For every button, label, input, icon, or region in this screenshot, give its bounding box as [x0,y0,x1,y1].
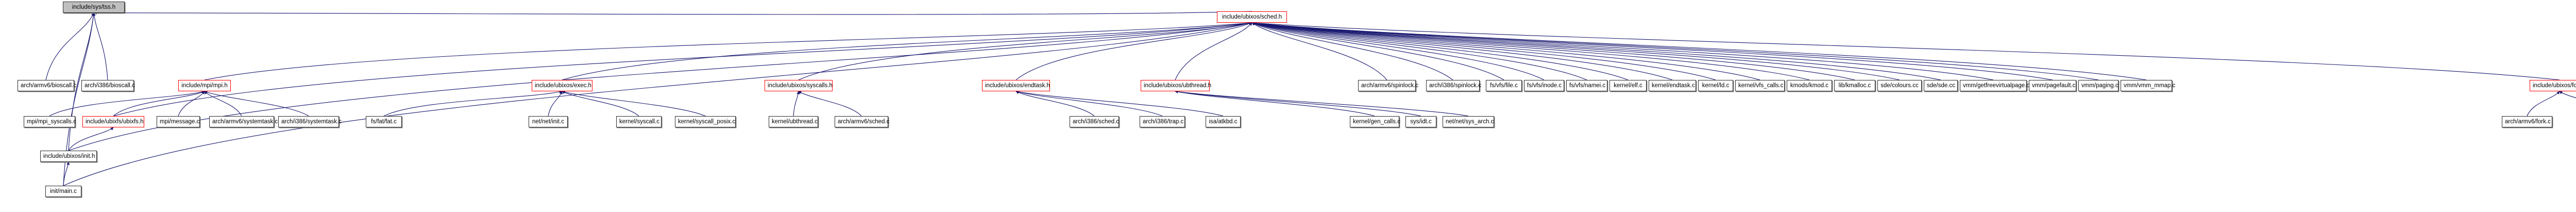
graph-node[interactable]: arch/i386/trap.c [1140,116,1185,127]
graph-edge [178,91,205,117]
graph-edge [1251,22,1716,80]
graph-node[interactable]: kernel/ld.c [1698,80,1733,91]
graph-edge [1175,90,1421,117]
graph-node[interactable]: arch/armv6/bioscall.c [18,80,76,91]
graph-node[interactable]: include/ubixfs/ubixfs.h [82,116,144,127]
graph-edge [1175,90,1469,117]
graph-edge [1251,22,1673,80]
graph-edge [2559,91,2576,99]
graph-edge [2527,91,2560,117]
graph-node[interactable]: vmm/pagefault.c [2029,80,2076,91]
graph-edge [204,21,1252,80]
graph-node[interactable]: include/ubixos/init.h [40,151,97,162]
graph-edge [1251,21,1900,80]
graph-node[interactable]: arch/i386/spinlock.c [1426,80,1481,91]
graph-node[interactable]: mpi/mpi_syscalls.c [24,116,76,127]
graph-edge [1251,21,1994,80]
graph-node[interactable]: isa/atkbd.c [1206,116,1241,127]
graph-edge [1251,22,1760,80]
graph-node[interactable]: arch/armv6/systemtask.c [209,116,278,127]
graph-node[interactable]: arch/i386/systemtask.c [278,116,342,127]
graph-edge [68,21,1252,151]
graph-node[interactable]: include/sys/tss.h [63,2,125,13]
graph-node[interactable]: arch/i386/bioscall.c [81,80,135,91]
graph-edge [1251,22,1629,80]
graph-node[interactable]: init/main.c [45,186,81,197]
graph-node[interactable]: kmods/kmod.c [1787,80,1832,91]
graph-edge [1251,22,1587,80]
graph-edge [793,91,800,117]
graph-node[interactable]: fs/vfs/file.c [1486,80,1522,91]
graph-edge [63,22,1252,186]
graph-node[interactable]: arch/armv6/spinlock.c [1358,80,1418,91]
graph-edge [45,12,94,80]
graph-node[interactable]: include/ubixos/endtask.h [982,80,1050,91]
graph-edge [1251,21,1941,80]
graph-edge [798,91,862,117]
graph-edge [204,91,309,117]
graph-edge [1251,22,1453,80]
graph-node[interactable]: vmm/getfreevirtualpage.c [1960,80,2029,91]
graph-node[interactable]: include/ubixos/syscalls.h [765,80,833,91]
graph-node[interactable]: vmm/vmm_mmap.c [2121,80,2175,91]
graph-node[interactable]: include/ubixos/fork.h [2530,80,2576,91]
graph-node[interactable]: fs/vfs/inode.c [1524,80,1564,91]
graph-node[interactable]: kernel/syscall.c [616,116,662,127]
graph-edge [1175,22,1252,80]
graph-node[interactable]: kernel/vfs_calls.c [1735,80,1785,91]
graph-edge [562,90,706,117]
graph-edge [1175,90,1375,117]
graph-edge [1015,90,1224,117]
graph-edge [562,91,639,117]
graph-edge [1251,21,1810,80]
graph-edge [1015,22,1252,80]
graph-node[interactable]: arch/armv6/sched.c [835,116,889,127]
graph-edge [113,91,205,117]
graph-node[interactable]: net/net/sys_arch.c [1443,116,1494,127]
graph-node[interactable]: include/ubixos/ubthread.h [1141,80,1211,91]
graph-edge [1251,21,2053,80]
graph-node[interactable]: lib/kmalloc.c [1834,80,1875,91]
graph-node[interactable]: kernel/ubthread.c [769,116,818,127]
graph-node[interactable]: arch/armv6/fork.c [2502,116,2552,127]
graph-node[interactable]: kernel/syscall_posix.c [675,116,736,127]
graph-edge [113,21,1252,117]
graph-node[interactable]: sde/colours.cc [1877,80,1922,91]
graph-node[interactable]: fs/vfs/namei.c [1566,80,1607,91]
graph-node[interactable]: vmm/paging.c [2078,80,2119,91]
graph-edge [1251,21,2099,80]
graph-edge [798,22,1252,80]
graph-node[interactable]: net/net/init.c [529,116,568,127]
graph-node[interactable]: include/ubixos/sched.h [1217,11,1287,23]
graph-edge [1015,90,1163,117]
graph-edge [1251,21,1855,80]
graph-node[interactable]: mpi/message.c [157,116,200,127]
graph-edge [548,91,563,117]
graph-node[interactable]: arch/i386/sched.c [1070,116,1119,127]
graph-edge [204,91,242,117]
graph-node[interactable]: kernel/endtask.c [1649,80,1696,91]
graph-node[interactable]: kernel/elf.c [1609,80,1647,91]
graph-edge [1251,21,2560,80]
graph-edge [93,11,1252,15]
graph-edge [49,90,205,117]
graph-edge [1251,22,1504,80]
graph-edge [92,12,108,80]
graph-edge [1251,22,1387,80]
graph-edge [1251,22,1545,80]
graph-node[interactable]: sde/sde.cc [1924,80,1958,91]
graph-node[interactable]: fs/fat/fat.c [366,116,402,127]
graph-node[interactable]: include/mpi/mpi.h [178,80,231,91]
graph-edge [1015,91,1095,117]
graph-edge [383,90,563,117]
graph-edge [68,127,114,151]
graph-edge [1251,21,2147,80]
graph-edge [562,21,1252,80]
graph-node[interactable]: sys/idt.c [1405,116,1436,127]
graph-edge [63,161,70,186]
graph-node[interactable]: kernel/gen_calls.c [1350,116,1400,127]
graph-node[interactable]: include/ubixos/exec.h [532,80,592,91]
